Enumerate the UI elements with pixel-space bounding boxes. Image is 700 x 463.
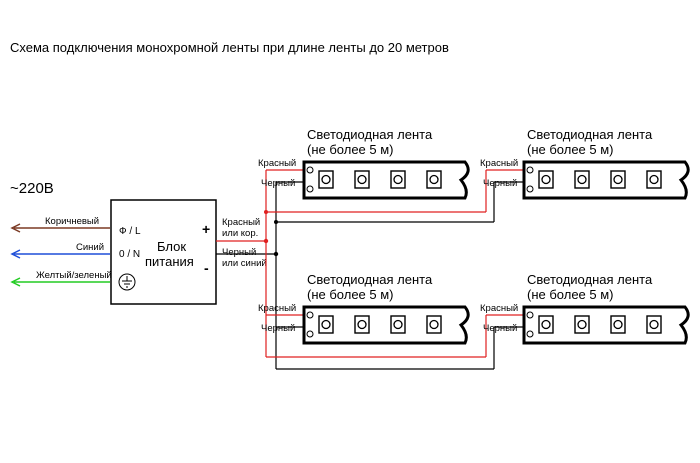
strip-name-line2: (не более 5 м)	[527, 142, 614, 157]
strip-name-line2: (не более 5 м)	[307, 142, 394, 157]
mains-voltage-label: ~220В	[10, 180, 54, 197]
phase-terminal-label: Ф / L	[119, 226, 141, 237]
led-strip-2: Светодиодная лента (не более 5 м)	[522, 127, 690, 200]
diagram-title: Схема подключения монохромной ленты при …	[10, 40, 449, 55]
strip1-red-label: Красный	[258, 158, 296, 169]
led-icon	[426, 170, 442, 189]
strip-name-line1: Светодиодная лента	[527, 127, 653, 142]
led-icon	[538, 315, 554, 334]
mains-wire-brown	[10, 223, 110, 233]
plus-wire-label-line1: Красный	[222, 217, 260, 228]
led-icon	[646, 170, 662, 189]
minus-wire-label-line1: Черный	[222, 247, 256, 258]
led-icon	[574, 170, 590, 189]
strip2-black-label: Черный	[483, 178, 517, 189]
led-strip-4: Светодиодная лента (не более 5 м)	[522, 272, 690, 345]
led-icon	[318, 315, 334, 334]
ground-icon	[118, 273, 136, 291]
led-icon	[574, 315, 590, 334]
led-icon	[426, 315, 442, 334]
plus-wire-label-line2: или кор.	[222, 228, 258, 239]
led-icon	[610, 315, 626, 334]
strip3-red-label: Красный	[258, 303, 296, 314]
led-icon	[390, 170, 406, 189]
led-icon	[354, 315, 370, 334]
neutral-terminal-label: 0 / N	[119, 249, 140, 260]
green-wire-label: Желтый/зеленый	[36, 270, 112, 281]
mains-wire-blue	[10, 249, 110, 259]
psu-plus-sign: +	[202, 221, 210, 237]
power-supply: Ф / L 0 / N Блок питания + -	[110, 199, 217, 305]
strip-name-line2: (не более 5 м)	[527, 287, 614, 302]
positive-wiring	[216, 169, 524, 358]
led-icon	[538, 170, 554, 189]
led-icon	[318, 170, 334, 189]
strip4-black-label: Черный	[483, 323, 517, 334]
strip1-black-label: Черный	[261, 178, 295, 189]
strip4-red-label: Красный	[480, 303, 518, 314]
led-icon	[646, 315, 662, 334]
strip2-red-label: Красный	[480, 158, 518, 169]
strip-name-line1: Светодиодная лента	[307, 127, 433, 142]
junction-dots	[263, 210, 279, 257]
psu-name-line1: Блок	[157, 239, 186, 254]
mains-wire-green	[10, 277, 110, 287]
led-icon	[354, 170, 370, 189]
led-icon	[610, 170, 626, 189]
minus-wire-label-line2: или синий	[222, 258, 267, 269]
brown-wire-label: Коричневый	[45, 216, 99, 227]
psu-minus-sign: -	[204, 260, 209, 276]
strip-name-line2: (не более 5 м)	[307, 287, 394, 302]
led-strip-1: Светодиодная лента (не более 5 м)	[302, 127, 470, 200]
led-icon	[390, 315, 406, 334]
psu-name-line2: питания	[145, 254, 194, 269]
strip-name-line1: Светодиодная лента	[527, 272, 653, 287]
led-strip-3: Светодиодная лента (не более 5 м)	[302, 272, 470, 345]
strip3-black-label: Черный	[261, 323, 295, 334]
blue-wire-label: Синий	[76, 242, 104, 253]
strip-name-line1: Светодиодная лента	[307, 272, 433, 287]
